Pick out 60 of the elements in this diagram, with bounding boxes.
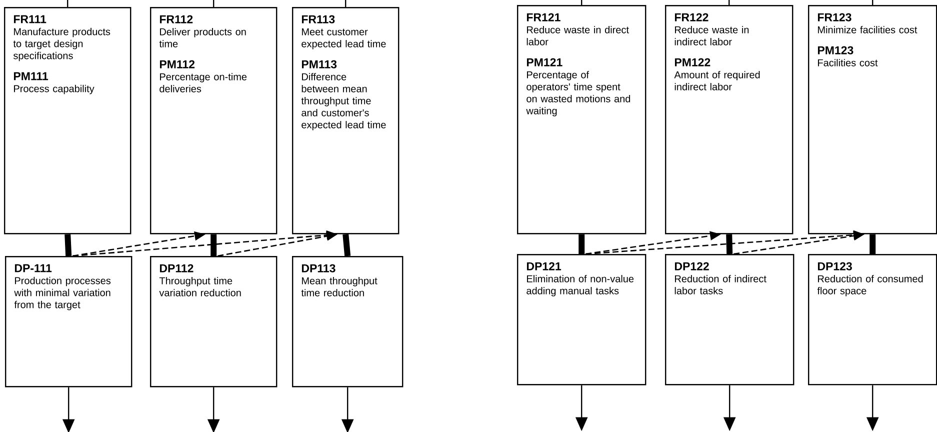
heading: PM111 <box>14 72 48 80</box>
connector-bar <box>870 234 876 254</box>
heading: FR121 <box>526 13 560 22</box>
description: Manufacture products to target design specifications <box>13 28 110 62</box>
description: Amount of required indirect labor <box>674 70 760 90</box>
description: Reduce waste in indirect labor <box>674 26 749 46</box>
heading: FR111 <box>14 15 46 24</box>
description: Mean throughput time reduction <box>301 276 378 296</box>
connector-bar <box>578 234 585 254</box>
text-box <box>665 254 794 386</box>
heading: DP123 <box>818 262 852 270</box>
text-box <box>5 256 132 388</box>
connector-bar <box>210 234 217 256</box>
text-box <box>665 5 794 234</box>
heading: DP121 <box>526 262 562 270</box>
connector-line <box>67 0 68 7</box>
connector-line <box>728 0 730 5</box>
description: Elimination of non-value adding manual tasks <box>526 274 634 296</box>
heading: DP-111 <box>14 264 52 272</box>
heading: DP122 <box>674 262 709 270</box>
connector-bar <box>64 234 72 256</box>
description: Reduce waste in direct labor <box>526 26 629 46</box>
heading: DP113 <box>302 264 336 272</box>
text-box <box>150 7 278 234</box>
heading: PM112 <box>160 60 195 68</box>
heading: FR122 <box>674 13 708 22</box>
heading: DP112 <box>160 264 194 272</box>
description: Reduction of indirect labor tasks <box>674 274 766 294</box>
connector-line <box>345 0 346 7</box>
text-box <box>808 5 937 234</box>
description: Percentage of operators' time spent on wasted motions and waiting <box>526 70 630 116</box>
heading: PM122 <box>674 58 710 66</box>
heading: PM121 <box>526 58 562 66</box>
description: Production processes with minimal variation from the target <box>14 276 111 310</box>
description: Minimize facilities cost <box>818 26 918 34</box>
connector-bar <box>726 234 733 254</box>
connector-line <box>213 0 214 7</box>
description: Throughput time variation reduction <box>159 276 241 296</box>
description: Facilities cost <box>818 58 878 66</box>
heading: FR112 <box>160 15 193 24</box>
text-box <box>150 256 278 388</box>
heading: FR113 <box>302 15 335 24</box>
text-box <box>808 254 937 386</box>
description: Process capability <box>14 84 94 94</box>
text-box <box>517 5 646 234</box>
description: Deliver products on time <box>159 28 246 48</box>
connector-line <box>872 0 874 5</box>
description: Reduction of consumed floor space <box>817 274 923 296</box>
heading: FR123 <box>818 13 852 22</box>
description: Meet customer expected lead time <box>302 28 386 50</box>
text-box <box>292 256 404 388</box>
description: Percentage on-time deliveries <box>160 72 247 92</box>
text-box <box>4 7 132 234</box>
description: Difference between mean throughput time and customer's expected lead time <box>301 72 386 130</box>
text-box <box>292 7 400 234</box>
heading: PM123 <box>818 46 854 54</box>
connector-line <box>581 0 582 5</box>
connector-bar <box>342 234 351 256</box>
heading: PM113 <box>302 60 337 68</box>
text-box <box>517 254 646 386</box>
